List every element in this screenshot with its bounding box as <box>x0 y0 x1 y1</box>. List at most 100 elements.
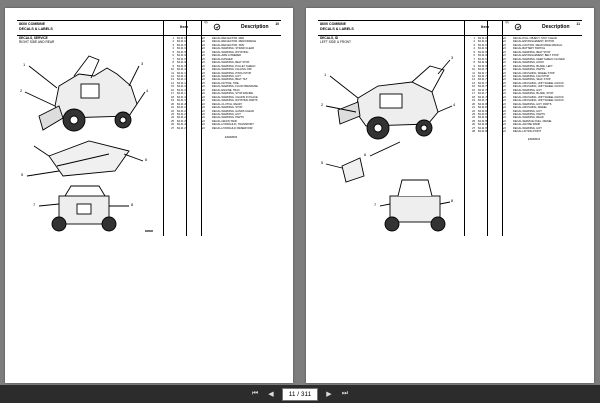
part-description: DECAL-WARNING, FAN STOP <box>513 74 550 78</box>
part-qty: 1/2 <box>502 61 506 65</box>
part-qty: 1/2 <box>201 81 205 85</box>
part-qty: 1/2 <box>502 47 506 51</box>
part-description: DECAL-CAUTION, READ MAKE MANUAL <box>513 43 563 47</box>
part-description: DECAL-WARNING, BELT TILT <box>212 78 248 82</box>
part-item-number: 18 <box>171 95 174 99</box>
section-subtitle: RIGHT SIDE AND REAR <box>19 39 55 44</box>
part-qty: 1/2 <box>201 61 205 65</box>
part-description: DECAL-WARNING, BELT STOP <box>212 61 250 65</box>
part-number: 84 41 16 <box>177 88 188 92</box>
part-qty: 1/2 <box>201 109 205 113</box>
part-item-number: 25 <box>472 119 475 123</box>
part-qty: 1/2 <box>201 71 205 75</box>
part-item-number: 28 <box>472 130 475 134</box>
part-description: DECAL-SERVICE FUEL, DIESEL <box>513 119 552 123</box>
section-title: DECALS, SERVICE <box>19 36 48 40</box>
column-header-description: Description <box>241 24 269 30</box>
prev-page-button[interactable]: ◀ <box>266 388 276 400</box>
part-qty: 1/2 <box>502 85 506 89</box>
column-divider <box>163 20 164 236</box>
part-qty: 1/2 <box>201 88 205 92</box>
part-qty: 1/2 <box>201 40 205 44</box>
part-number: 84 41 05 <box>177 50 188 54</box>
next-page-button[interactable]: ▶ <box>324 388 334 400</box>
document-page-right: 8600 COMBINE DECALS & LABELS Item Qty De… <box>306 8 594 383</box>
svg-text:2: 2 <box>321 102 324 107</box>
part-description: DECAL-CLUTCH, READY <box>212 102 243 106</box>
part-description: DECAL-DANGER <box>212 57 233 61</box>
part-item-number: 15 <box>472 85 475 89</box>
part-description: DECAL-WARNING, STOP <box>212 106 243 110</box>
part-qty: 1/2 <box>201 106 205 110</box>
part-item-number: 1 <box>473 37 475 40</box>
document-viewer[interactable]: 8600 COMBINE DECALS & LABELS Item Qty De… <box>0 0 600 385</box>
last-page-button[interactable]: ⏭ <box>340 388 350 400</box>
part-description: DECAL-WARNING, HOOK <box>513 61 545 65</box>
part-item-number: 7 <box>172 57 174 61</box>
part-number: 84 41 65 <box>478 50 489 54</box>
part-description: DECAL-CRUSHING, WHEEL STOP <box>513 71 555 75</box>
part-qty: 1/2 <box>502 64 506 68</box>
page-header: 8600 COMBINE DECALS & LABELS Item Qty De… <box>318 20 582 36</box>
svg-text:1: 1 <box>23 62 26 67</box>
part-description: DECAL-REFLECTOR, RED/ORANGE <box>212 40 257 44</box>
part-item-number: 20 <box>171 102 174 106</box>
part-number: 84 41 03 <box>177 43 188 47</box>
page-number-input[interactable] <box>282 387 318 401</box>
column-divider <box>201 20 202 236</box>
first-page-icon: ⏮ <box>251 390 259 397</box>
part-item-number: 24 <box>472 116 475 120</box>
part-number: 84 41 78 <box>478 95 489 99</box>
remarks-icon <box>213 23 221 31</box>
part-qty: 1/2 <box>201 64 205 68</box>
part-item-number: 8 <box>172 61 174 65</box>
reference-code: ES048013 <box>528 138 541 141</box>
part-description: DECAL-WARNING, HOT <box>513 88 542 92</box>
part-number: 84 41 12 <box>177 74 188 78</box>
first-page-button[interactable]: ⏮ <box>250 388 260 400</box>
part-number: 84 41 61 <box>478 37 489 40</box>
svg-text:8: 8 <box>451 198 454 203</box>
part-description: DECAL-HYDRAULIC, TRANSPORT <box>212 123 254 127</box>
part-qty: 1/2 <box>502 54 506 58</box>
part-item-number: 10 <box>171 68 174 72</box>
part-description: DECAL-WARNING, HOT <box>513 126 542 130</box>
part-item-number: 22 <box>472 109 475 113</box>
part-description: DECAL-WARNING, FLUID PRESSURE <box>212 85 258 89</box>
part-item-number: 4 <box>473 47 475 51</box>
part-description: DECAL-WARNING, PARTS <box>513 68 545 72</box>
part-item-number: 26 <box>171 123 174 127</box>
part-description: DECAL-WARNING, HOT, PARTS <box>513 102 552 106</box>
part-qty: 1/2 <box>502 92 506 96</box>
column-header-item: Item <box>180 24 189 29</box>
part-item-number: 5 <box>473 50 475 54</box>
figure-code: 888888 <box>145 230 153 233</box>
part-qty: 1/2 <box>502 119 506 123</box>
part-item-number: 21 <box>171 106 174 110</box>
svg-text:7: 7 <box>33 202 36 207</box>
column-header-item: Item <box>481 24 490 29</box>
part-number: 84 41 62 <box>478 40 489 44</box>
part-number: 84 41 74 <box>478 81 489 85</box>
part-qty: 1/2 <box>502 74 506 78</box>
combine-diagram-left-front: 123 456 78 <box>321 55 456 232</box>
part-item-number: 27 <box>472 126 475 130</box>
part-item-number: 12 <box>472 74 475 78</box>
part-number: 84 41 64 <box>478 47 489 51</box>
part-qty: 1/2 <box>502 81 506 85</box>
part-qty: 1/2 <box>201 37 205 40</box>
